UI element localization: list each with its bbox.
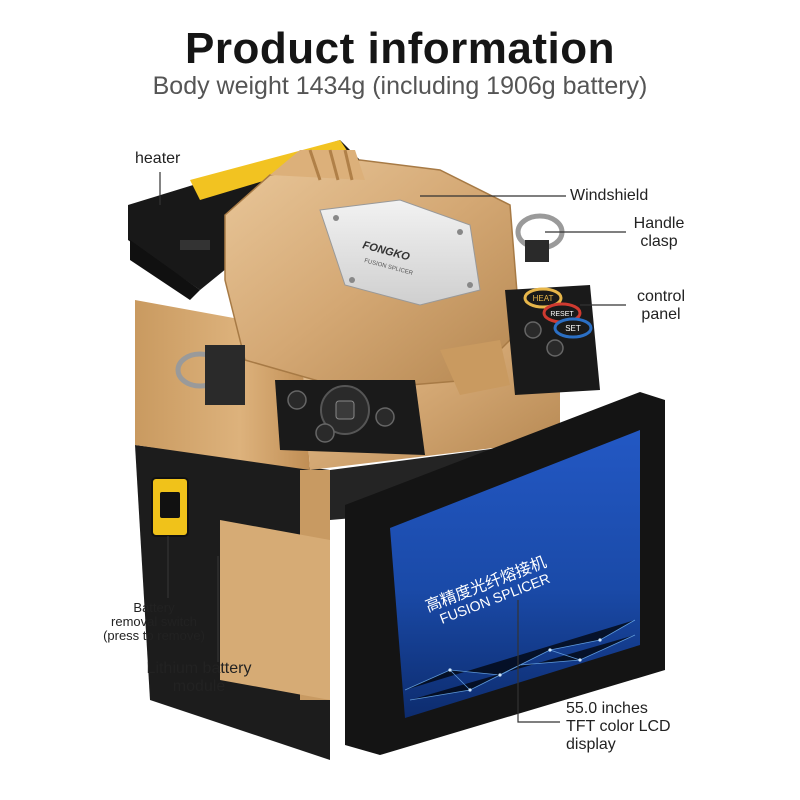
svg-text:RESET: RESET bbox=[550, 311, 574, 318]
control-panel: HEAT RESET SET bbox=[505, 285, 600, 395]
label-heater: heater bbox=[135, 150, 181, 167]
windshield-cover: FONGKO FUSION SPLICER bbox=[224, 149, 521, 395]
panel-button-b[interactable] bbox=[546, 339, 564, 357]
set-button[interactable]: SET bbox=[553, 317, 593, 339]
leader-lines bbox=[159, 172, 626, 723]
battery-switch[interactable] bbox=[151, 477, 189, 537]
page-subtitle: Body weight 1434g (including 1906g batte… bbox=[152, 72, 648, 100]
label-handle-clasp: Handle clasp bbox=[633, 215, 685, 250]
reset-button[interactable]: RESET bbox=[542, 302, 582, 324]
label-lcd-display: 55.0 inches TFT color LCD display bbox=[566, 700, 671, 753]
left-keypad bbox=[275, 380, 425, 455]
label-control-panel: control panel bbox=[636, 288, 686, 323]
keypad-button-1[interactable] bbox=[287, 390, 307, 410]
keypad-button-x[interactable] bbox=[375, 407, 395, 427]
label-battery-switch: Battery removal switch (press to remove) bbox=[103, 600, 205, 643]
heat-button[interactable]: HEAT bbox=[523, 287, 563, 309]
svg-text:SET: SET bbox=[565, 324, 581, 333]
side-ring bbox=[175, 345, 245, 405]
label-windshield: Windshield bbox=[570, 187, 649, 204]
page-title: Product information bbox=[185, 24, 615, 73]
label-lithium-battery: Lithium battery module bbox=[146, 660, 252, 695]
handle-clasp[interactable] bbox=[515, 213, 565, 262]
lcd-display: 高精度光纤熔接机 FUSION SPLICER bbox=[345, 392, 665, 755]
lcd-screen bbox=[390, 430, 640, 718]
panel-button-a[interactable] bbox=[524, 321, 542, 339]
keypad-button-2[interactable] bbox=[315, 423, 335, 443]
svg-text:HEAT: HEAT bbox=[533, 294, 554, 303]
